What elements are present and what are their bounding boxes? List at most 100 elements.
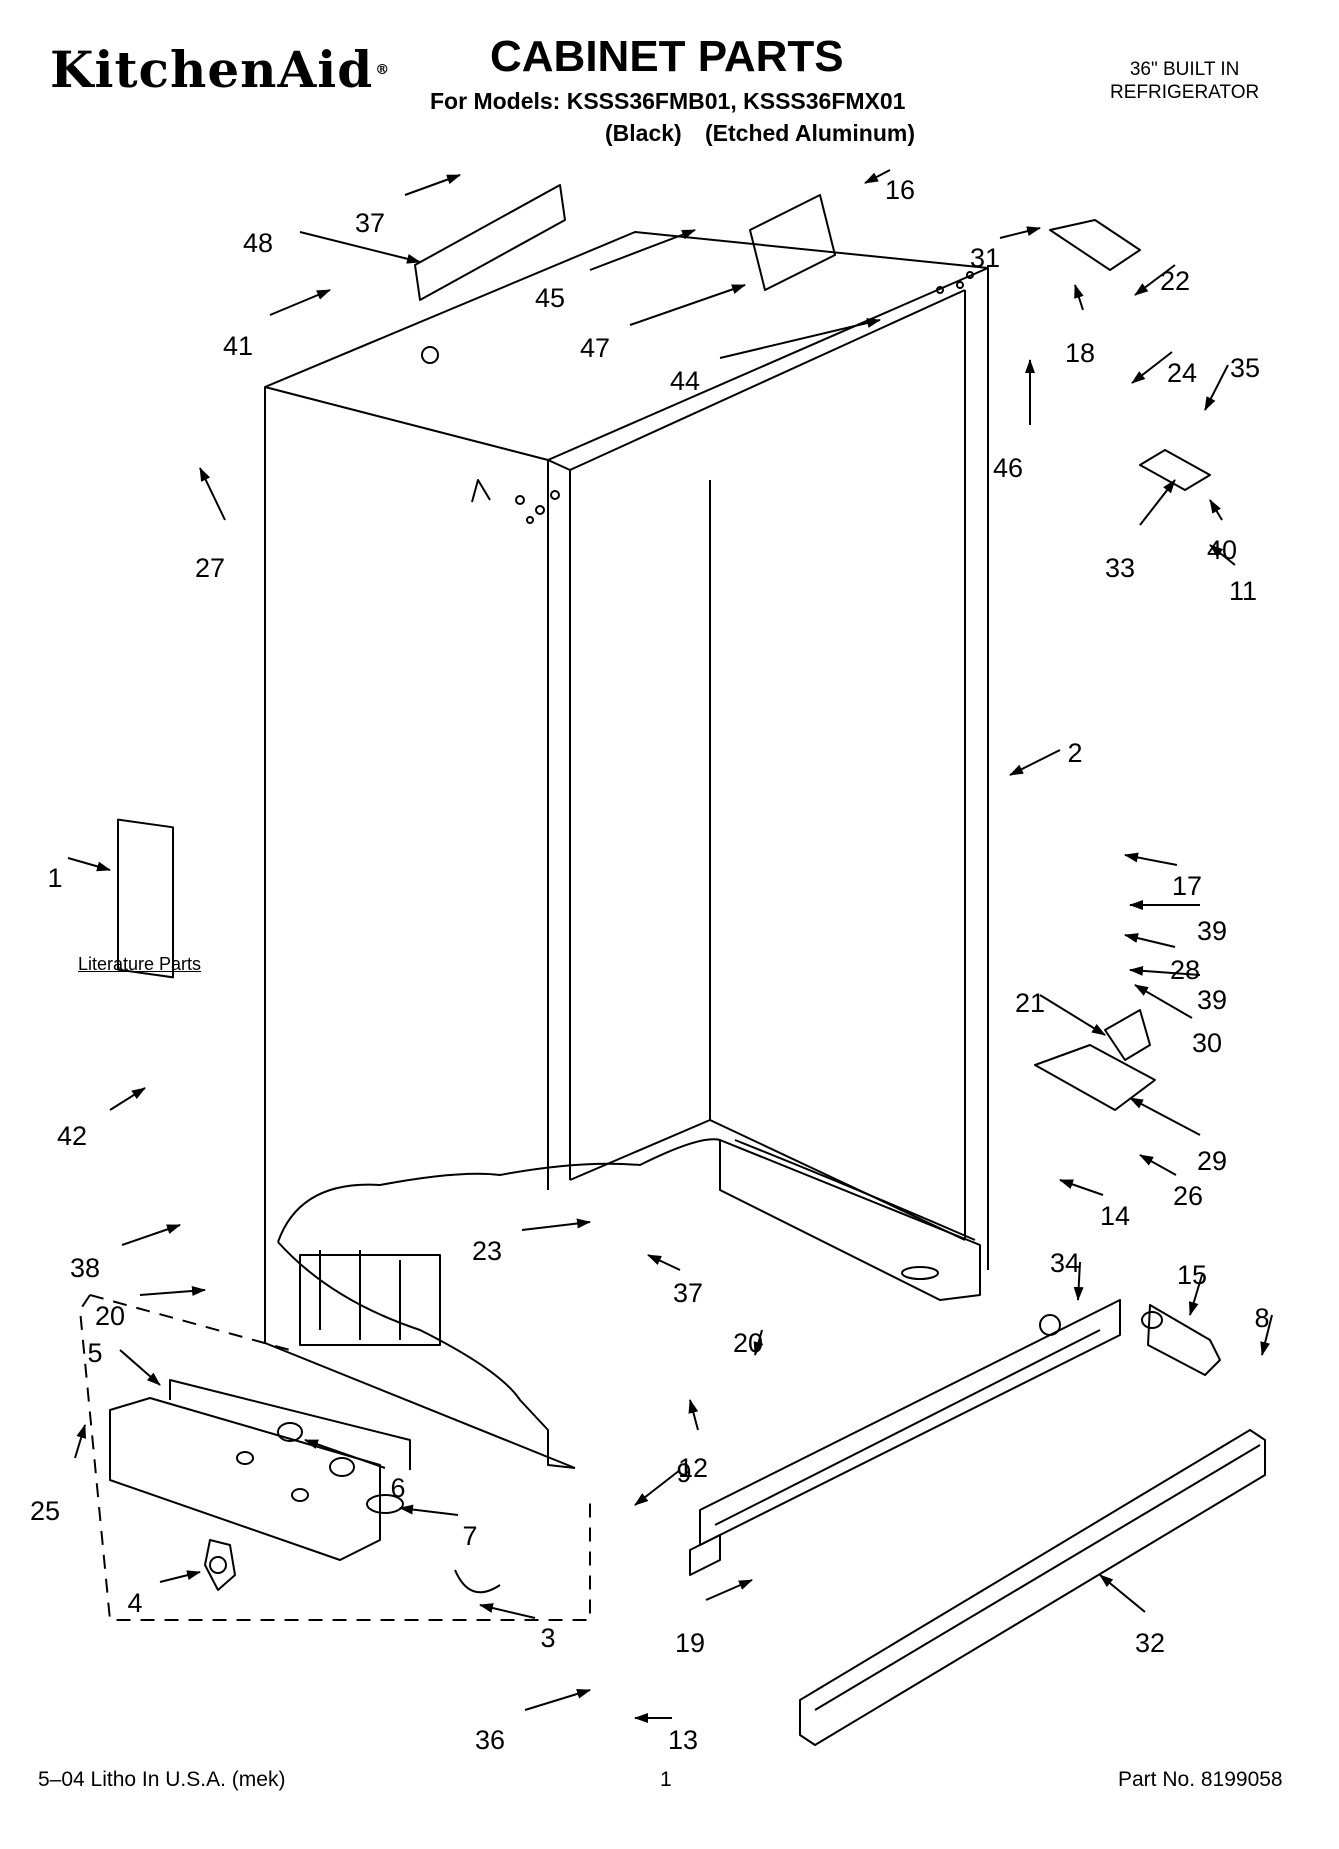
callout-37: 37 (355, 208, 385, 238)
callout-leader-9 (634, 1469, 681, 1506)
callout-leader-38 (121, 1224, 181, 1246)
callout-leader-40 (1209, 499, 1223, 521)
callout-23: 23 (472, 1236, 502, 1266)
callout-40: 40 (1207, 535, 1237, 565)
registered-mark: ® (375, 62, 391, 78)
product-type: 36" BUILT IN REFRIGERATOR (1110, 58, 1259, 104)
callout-6: 6 (390, 1473, 405, 1503)
callout-4: 4 (127, 1588, 142, 1618)
callout-leader-41 (269, 289, 331, 316)
callout-leader-16 (864, 169, 891, 184)
bracket-47 (749, 194, 836, 291)
kick-plate (799, 1429, 1266, 1746)
callout-45: 45 (535, 283, 565, 313)
callout-leader-14 (1059, 1179, 1104, 1196)
callout-leader-28 (1124, 933, 1176, 948)
callout-leader-8 (1260, 1314, 1273, 1356)
callout-24: 24 (1167, 358, 1197, 388)
product-type-line1: 36" BUILT IN (1129, 59, 1240, 80)
callout-39: 39 (1197, 916, 1227, 946)
callout-20: 20 (733, 1328, 763, 1358)
callout-leader-45 (589, 229, 696, 271)
callout-16: 16 (885, 175, 915, 205)
callout-42: 42 (57, 1121, 87, 1151)
callout-18: 18 (1065, 338, 1095, 368)
callout-leader-26 (1139, 1154, 1177, 1176)
callout-31: 31 (970, 243, 1000, 273)
callout-leader-32 (1099, 1574, 1146, 1613)
callout-28: 28 (1170, 955, 1200, 985)
machine-compartment (277, 1138, 721, 1469)
callout-35: 35 (1230, 353, 1260, 383)
bracket-48 (414, 184, 566, 301)
callout-leader-5 (119, 1349, 161, 1386)
callout-3: 3 (540, 1623, 555, 1653)
callout-leader-4 (159, 1570, 201, 1583)
callout-13: 13 (668, 1725, 698, 1755)
callout-leader-29 (1129, 1097, 1201, 1136)
callout-17: 17 (1172, 871, 1202, 901)
callout-1: 1 (47, 863, 62, 893)
callout-leader-47 (629, 284, 746, 326)
callout-leader-23 (521, 1218, 591, 1231)
callout-leader-1 (67, 857, 111, 872)
hinge-21 (1104, 1009, 1151, 1061)
callout-leader-27 (199, 467, 226, 521)
callout-25: 25 (30, 1496, 60, 1526)
callout-leader-17 (1124, 852, 1178, 866)
callout-47: 47 (580, 333, 610, 363)
bracket-33 (1139, 449, 1211, 491)
callout-leader-20 (139, 1286, 206, 1296)
footer-part-number: Part No. 8199058 (1118, 1768, 1283, 1791)
callout-14: 14 (1100, 1201, 1130, 1231)
base-dashed-boundary (79, 1294, 591, 1621)
product-type-line2: REFRIGERATOR (1110, 82, 1260, 103)
footer-litho: 5–04 Litho In U.S.A. (mek) (38, 1768, 286, 1791)
callout-30: 30 (1192, 1028, 1222, 1058)
callout-32: 32 (1135, 1628, 1165, 1658)
callout-26: 26 (1173, 1181, 1203, 1211)
bracket-18 (1049, 219, 1141, 271)
callout-leader-2 (1009, 749, 1061, 776)
callout-leader-30 (1134, 984, 1193, 1019)
callout-46: 46 (993, 453, 1023, 483)
callout-leader-19 (705, 1579, 753, 1601)
callout-37: 37 (673, 1278, 703, 1308)
callout-leader-39 (1129, 965, 1201, 976)
callout-leader-44 (719, 318, 881, 359)
drain-hose (1141, 1304, 1221, 1376)
callout-leader-11 (1209, 544, 1236, 566)
callout-8: 8 (1254, 1303, 1269, 1333)
callout-41: 41 (223, 331, 253, 361)
callout-leader-35 (1204, 364, 1229, 411)
callout-38: 38 (70, 1253, 100, 1283)
callout-9: 9 (676, 1458, 691, 1488)
base-assembly (109, 1379, 501, 1594)
callout-leader-37 (647, 1254, 681, 1271)
callout-2: 2 (1067, 738, 1082, 768)
callout-leader-36 (524, 1689, 591, 1711)
callout-leader-31 (999, 226, 1041, 239)
callout-layer: 1234567891112131415161718192020212223242… (30, 169, 1273, 1755)
callout-leader-6 (304, 1439, 386, 1469)
callout-39: 39 (1197, 985, 1227, 1015)
callout-leader-48 (299, 231, 421, 264)
callout-22: 22 (1160, 266, 1190, 296)
models-line: For Models: KSSS36FMB01, KSSS36FMX01 (430, 88, 906, 114)
callout-15: 15 (1177, 1260, 1207, 1290)
hinge-29 (1034, 1044, 1156, 1111)
literature-parts-label: Literature Parts (78, 954, 202, 974)
callout-48: 48 (243, 228, 273, 258)
callout-leader-12 (688, 1399, 699, 1431)
callout-21: 21 (1015, 988, 1045, 1018)
brand-logo: KitchenAid® (50, 40, 391, 99)
footer-page-number: 1 (660, 1768, 672, 1791)
callout-5: 5 (87, 1338, 102, 1368)
callout-leader-18 (1074, 284, 1084, 311)
callout-leader-7 (399, 1504, 459, 1516)
callout-44: 44 (670, 366, 700, 396)
callout-leader-33 (1139, 479, 1176, 526)
callout-34: 34 (1050, 1248, 1080, 1278)
toe-grille (689, 1299, 1121, 1576)
